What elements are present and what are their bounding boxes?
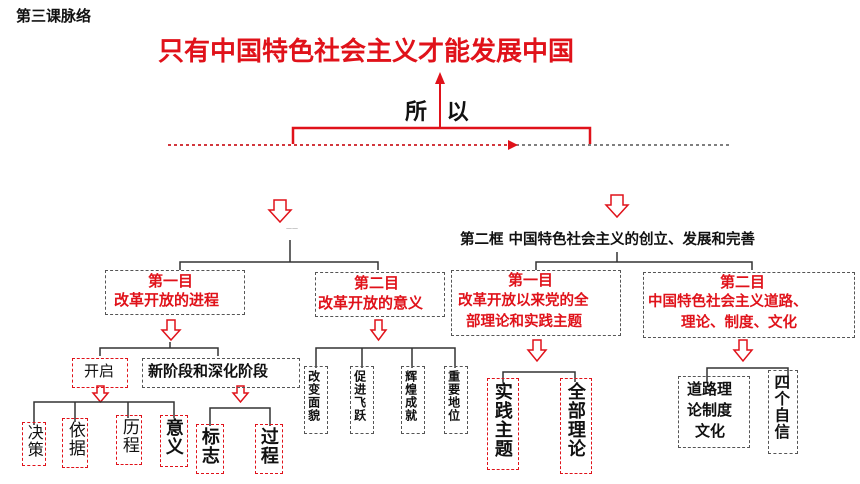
- gaibian-box: [304, 366, 328, 434]
- suoyi-label: 所 以: [405, 100, 475, 125]
- divider-arrowhead: [508, 140, 518, 150]
- sige-box: [768, 370, 798, 454]
- left-down-arrow: [267, 199, 293, 224]
- yiyi-box: [160, 415, 188, 467]
- new-stage-box: [142, 358, 300, 388]
- licheng-label: 历程: [118, 418, 139, 454]
- biaozhi-label: 标志: [198, 427, 220, 465]
- yiju-label: 依据: [64, 421, 85, 457]
- sige-label: 四个自信: [772, 374, 791, 440]
- item1-box: [105, 270, 245, 315]
- main-title: 只有中国特色社会主义才能发展中国: [158, 37, 575, 67]
- item4-box: [643, 272, 855, 338]
- right-frame-title: 第二框 中国特色社会主义的创立、发展和完善: [460, 232, 756, 248]
- juece-label: 决策: [24, 424, 44, 458]
- item3-title-line2: 部理论和实践主题: [466, 314, 582, 330]
- shijian-label: 实践主题: [491, 382, 513, 458]
- item3-box: [451, 270, 621, 336]
- zhongyao-label: 重要地位: [446, 370, 461, 422]
- item2-title: 改革开放的意义: [318, 294, 424, 312]
- lesson-label: 第三课脉络: [16, 7, 92, 25]
- right-down-arrow: [604, 194, 630, 219]
- new-stage-label: 新阶段和深化阶段: [148, 362, 269, 380]
- daolu-box: [678, 376, 750, 448]
- zhongyao-box: [444, 366, 468, 434]
- item2-box: [315, 272, 445, 317]
- guocheng-label: 过程: [257, 427, 279, 465]
- suoyi-bracket: [291, 126, 592, 144]
- item4-title-line1: 中国特色社会主义道路、: [648, 294, 808, 310]
- yiju-box: [62, 418, 88, 468]
- cujin-label: 促进飞跃: [352, 370, 367, 422]
- item3-title-line1: 改革开放以来党的全: [458, 293, 589, 309]
- quanbu-box: [560, 378, 592, 474]
- huihuang-box: [401, 366, 425, 434]
- biaozhi-box: [196, 424, 224, 474]
- daolu-line1: 道路理: [687, 380, 733, 398]
- item1-down-arrow: [160, 319, 182, 342]
- juece-box: [22, 422, 46, 466]
- item2-heading: 第二目: [354, 274, 400, 292]
- guocheng-box: [255, 424, 283, 474]
- item1-heading: 第一目: [148, 272, 194, 290]
- item3-heading: 第一目: [508, 271, 554, 289]
- item1-title: 改革开放的进程: [114, 291, 220, 309]
- licheng-box: [116, 415, 142, 465]
- gaibian-label: 改变面貌: [306, 370, 321, 422]
- title-up-arrowhead: [435, 72, 445, 84]
- yiyi-label: 意义: [162, 418, 184, 456]
- item4-title-line2: 理论、制度、文化: [681, 315, 797, 331]
- kaiqi-box: [72, 358, 128, 388]
- daolu-line2: 论制度: [687, 401, 733, 419]
- item4-heading: 第二目: [720, 273, 766, 291]
- quanbu-label: 全部理论: [564, 382, 586, 458]
- cujin-box: [350, 366, 374, 434]
- daolu-line3: 文化: [695, 422, 726, 440]
- left-frame-label: ——: [286, 225, 298, 232]
- huihuang-label: 辉煌成就: [403, 370, 418, 422]
- shijian-box: [487, 378, 519, 470]
- kaiqi-label: 开启: [84, 362, 115, 380]
